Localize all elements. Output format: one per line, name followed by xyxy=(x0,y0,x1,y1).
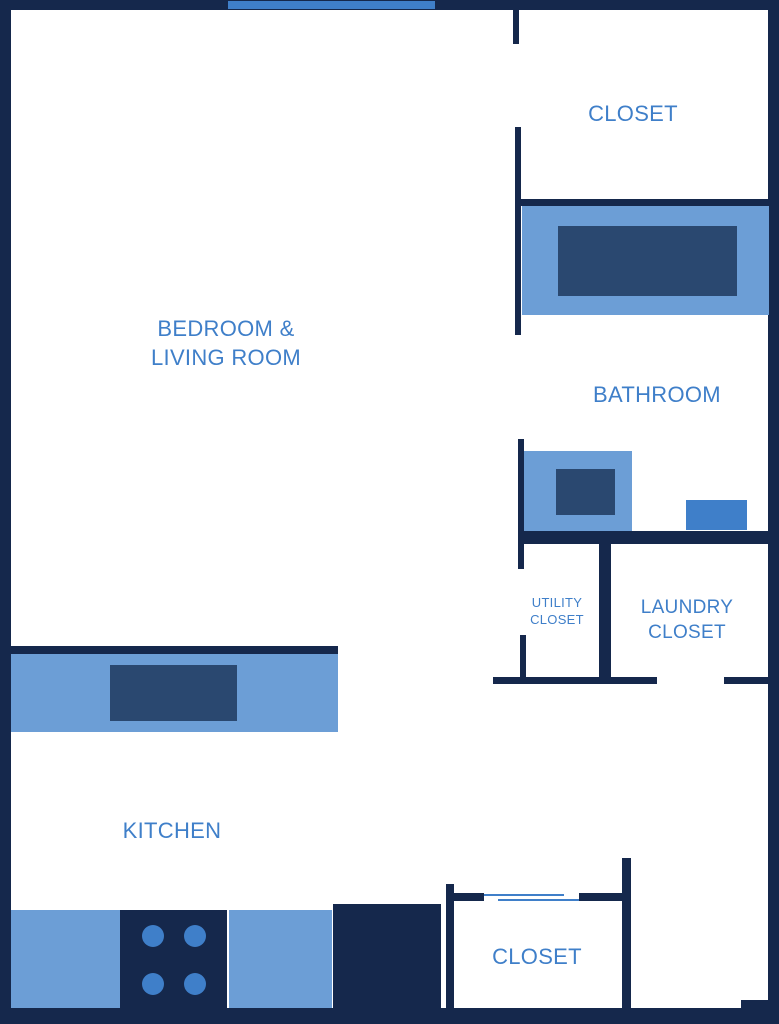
closet-wall-lower xyxy=(515,127,521,335)
room-label-bathroom: BATHROOM xyxy=(593,382,721,407)
room-label-laundry-line2: CLOSET xyxy=(648,622,726,643)
room-label-living-line1: BEDROOM & xyxy=(157,316,294,341)
toilet xyxy=(686,500,747,530)
stove xyxy=(120,910,227,1008)
utility-door-jamb xyxy=(520,635,526,681)
kitchen-island-wall xyxy=(11,646,338,654)
wall-right xyxy=(768,0,779,1024)
interior-walls xyxy=(11,10,769,1010)
laundry-bottom-wall-left xyxy=(493,677,657,684)
burner-icon xyxy=(184,973,206,995)
room-label-laundry-line1: LAUNDRY xyxy=(641,597,734,618)
room-label-kitchen: KITCHEN xyxy=(123,818,222,843)
room-label-closet-bottom: CLOSET xyxy=(492,944,582,969)
bottom-closet-wall-right xyxy=(622,858,631,1008)
utility-laundry-divider xyxy=(599,544,611,679)
burner-icon xyxy=(142,925,164,947)
bottom-closet-top-right xyxy=(579,893,626,901)
bath-wall-lower xyxy=(518,439,524,569)
wall-bottom xyxy=(0,1008,779,1024)
entry-door-jamb xyxy=(741,1000,769,1010)
bathroom-sink xyxy=(556,469,615,515)
burner-icon xyxy=(142,973,164,995)
kitchen-sink xyxy=(110,665,237,721)
bottom-closet-wall-left xyxy=(446,884,454,1008)
room-label-living-line2: LIVING ROOM xyxy=(151,345,301,370)
stove-burners xyxy=(142,925,206,995)
wall-left xyxy=(0,0,11,1024)
closet-sliding-door xyxy=(484,894,579,901)
closet-bath-divider xyxy=(520,199,769,206)
room-label-utility-line2: CLOSET xyxy=(530,612,584,627)
refrigerator xyxy=(333,904,441,1008)
kitchen-counter-right xyxy=(229,910,332,1008)
closet-wall-upper xyxy=(513,10,519,44)
bottom-closet-top-left xyxy=(446,893,484,901)
room-label-closet-top: CLOSET xyxy=(588,101,678,126)
top-window xyxy=(228,1,435,9)
burner-icon xyxy=(184,925,206,947)
bath-bottom-wall xyxy=(520,531,769,544)
bathtub-basin xyxy=(558,226,737,296)
laundry-bottom-wall-right xyxy=(724,677,769,684)
room-label-utility-line1: UTILITY xyxy=(532,595,583,610)
kitchen-counter-left xyxy=(11,910,120,1008)
